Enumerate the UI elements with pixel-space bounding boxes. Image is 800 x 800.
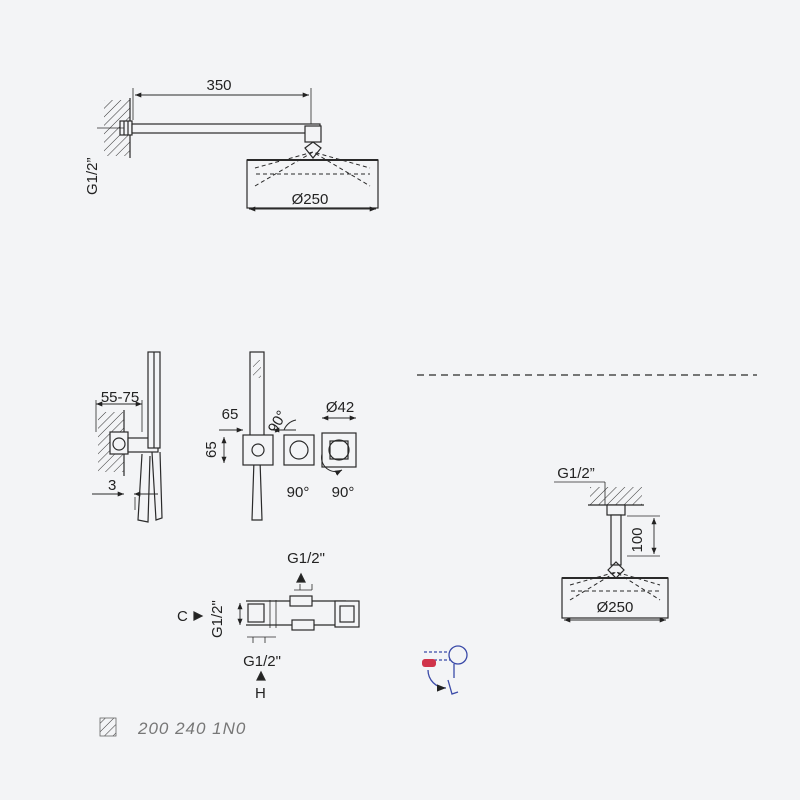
knob-diameter-label: Ø42	[326, 399, 354, 416]
plan-top-outlet-label: G1/2"	[287, 550, 325, 567]
diverter-plate	[283, 434, 315, 466]
plan-inlet-left	[247, 603, 265, 623]
wall-head-diameter-label: Ø250	[292, 191, 329, 208]
plan-outlet-top	[289, 595, 313, 607]
ceiling-head-diameter-label: Ø250	[597, 599, 634, 616]
angle-top-label: 90°	[265, 408, 291, 436]
rotation-arc	[321, 453, 343, 476]
head-joint	[304, 141, 322, 159]
ceiling-arm	[610, 514, 622, 566]
diverter-knob	[289, 440, 309, 460]
angle-left-label: 90°	[287, 484, 310, 501]
ceiling-flange	[606, 504, 626, 516]
plate-height-label: 65	[203, 441, 220, 458]
cold-label: C	[177, 608, 188, 625]
hot-label: H	[255, 685, 266, 702]
shower-arm	[131, 123, 321, 134]
ceiling-head-body	[561, 577, 669, 619]
ceiling-inlet-label: G1/2”	[557, 465, 595, 482]
wall-mount-view	[97, 88, 379, 212]
mixer-side-view	[92, 351, 163, 523]
top-arrow	[296, 572, 306, 583]
plan-bottom-inlet-label: G1/2"	[243, 653, 281, 670]
hot-arrow	[256, 670, 266, 681]
side-depth-label: 55-75	[101, 389, 139, 406]
footer: 200 240 1N0	[99, 717, 246, 738]
thermostat-knob	[328, 439, 350, 461]
diverter-function-icon	[422, 645, 468, 695]
plan-outlet-bottom	[291, 619, 315, 631]
ceiling-joint	[607, 561, 625, 579]
thermostat-plate	[321, 432, 357, 468]
cold-arrow	[193, 611, 204, 621]
ceiling-mount-view	[554, 481, 669, 623]
ceiling-spray-pattern	[569, 571, 661, 601]
plate-width-label: 65	[222, 406, 239, 423]
lever-circle	[448, 645, 468, 665]
hatch-logo-icon	[99, 717, 117, 737]
arm-height-label: 100	[629, 527, 646, 552]
plan-side-inlet-label: G1/2"	[209, 600, 226, 638]
ceiling-hatch	[590, 487, 642, 505]
angle-right-label: 90°	[332, 484, 355, 501]
arm-length-label: 350	[206, 77, 231, 94]
mixer-plan-view	[193, 572, 360, 681]
spray-pattern	[254, 151, 371, 187]
wall-inlet-label: G1/2”	[84, 157, 101, 195]
red-indicator-icon	[422, 659, 436, 667]
front-knob	[251, 443, 265, 457]
arm-elbow	[304, 125, 322, 143]
handshower-mini-icon	[447, 679, 459, 695]
handshower-hose	[137, 453, 151, 523]
side-offset-label: 3	[108, 477, 116, 494]
plan-cartridge	[334, 600, 360, 628]
mixer-front-view	[219, 351, 357, 521]
product-code: 200 240 1N0	[137, 719, 246, 738]
